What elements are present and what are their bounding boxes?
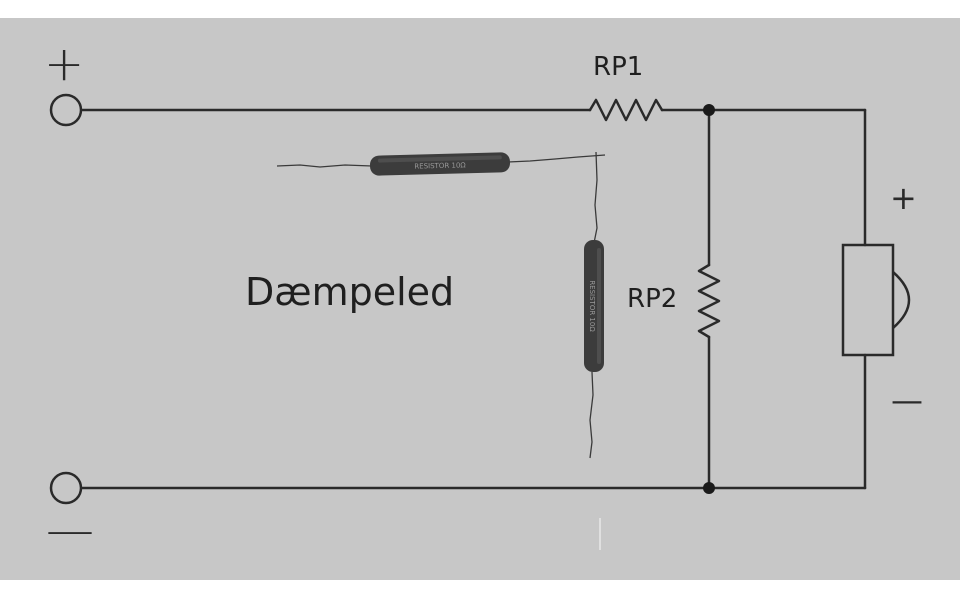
junction-bottom-icon <box>703 482 715 494</box>
output-plus-symbol: + <box>890 179 917 217</box>
photo-resistor-vertical-icon: RESISTOR 10Ω <box>584 240 604 372</box>
input-minus-symbol: — <box>46 502 94 558</box>
output-minus-symbol: — <box>891 381 923 419</box>
photo-resistor-horizontal-lead-right <box>507 154 606 163</box>
input-terminal-top-icon <box>49 93 83 127</box>
horizontal-resistor-marking: RESISTOR 10Ω <box>414 161 466 170</box>
rp1-zigzag <box>588 98 664 122</box>
photo-resistor-vertical-lead-bottom <box>589 371 594 459</box>
speaker-icon <box>841 243 895 357</box>
input-terminal-bottom-icon <box>49 471 83 505</box>
diagram-title: Dæmpeled <box>245 270 455 314</box>
vertical-resistor-marking: RESISTOR 10Ω <box>588 280 596 332</box>
photo-resistor-horizontal-lead-left <box>276 164 373 168</box>
rp1-label: RP1 <box>593 52 644 82</box>
photo-resistor-vertical-lead-top <box>593 151 598 244</box>
junction-top-icon <box>703 104 715 116</box>
diagram-background <box>0 18 960 580</box>
rp2-zigzag <box>697 263 721 339</box>
photo-resistor-horizontal-icon: RESISTOR 10Ω <box>369 152 511 176</box>
speaker-cone-icon <box>892 271 911 329</box>
rp2-label: RP2 <box>627 284 678 314</box>
input-plus-symbol: + <box>44 36 85 92</box>
